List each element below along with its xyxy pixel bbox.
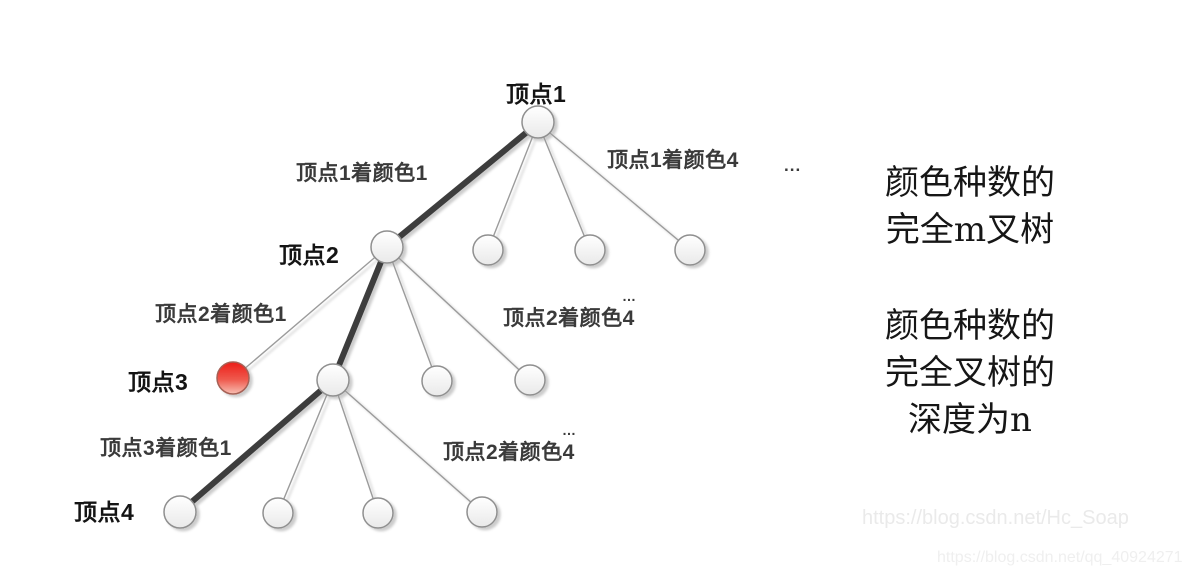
- tree-node-l2-2: [472, 234, 504, 266]
- side-note-line: 完全叉树的: [885, 353, 1055, 393]
- tree-node-l3-4: [514, 364, 546, 396]
- vertex-4-label: 顶点4: [74, 499, 135, 525]
- edge-v3-child2: [277, 379, 334, 514]
- vertex-1-label: 顶点1: [506, 81, 567, 107]
- edge-label-v2-color4-lower: 顶点2着颜色4: [443, 441, 575, 464]
- edge-v1-child4: [537, 122, 691, 251]
- edge-v2-child4: [386, 246, 531, 381]
- edge-v3-child3: [332, 379, 379, 514]
- edge-thick-v1-v2: [384, 120, 541, 250]
- watermark-hc-soap: https://blog.csdn.net/Hc_Soap: [862, 507, 1129, 529]
- side-note-m-ary-tree: 颜色种数的 完全m叉树: [845, 160, 1095, 254]
- edge-label-v2-color1: 顶点2着颜色1: [155, 303, 287, 326]
- side-note-line: 颜色种数的: [885, 306, 1055, 346]
- vertex-2-label: 顶点2: [279, 242, 340, 268]
- tree-node-l2-3: [574, 234, 606, 266]
- vertex-3-label: 顶点3: [128, 369, 189, 395]
- edge-thick-v2-v3: [330, 244, 390, 383]
- tree-node-v2: [370, 230, 404, 264]
- edge-label-v1-color1: 顶点1着颜色1: [296, 162, 428, 185]
- overdots-upper: …: [622, 288, 636, 304]
- edge-v2-red-node: [235, 246, 388, 377]
- overdots-lower: …: [562, 422, 576, 438]
- side-note-depth-n: 颜色种数的 完全叉树的 深度为n: [845, 303, 1095, 444]
- edge-label-v1-color4: 顶点1着颜色4: [607, 149, 739, 172]
- tree-node-l4-4: [466, 496, 498, 528]
- tree-node-v4: [163, 495, 197, 529]
- tree-node-v3-red: [216, 361, 250, 395]
- edge-v2-child3: [386, 246, 438, 382]
- watermark-qq: https://blog.csdn.net/qq_40924271: [937, 549, 1183, 566]
- more-branches-ellipsis: ...: [784, 156, 802, 175]
- tree-node-l4-3: [362, 497, 394, 529]
- edge-v1-child3: [537, 122, 591, 251]
- tree-node-l3-2: [316, 363, 350, 397]
- tree-node-l2-4: [674, 234, 706, 266]
- tree-node-l3-3: [421, 365, 453, 397]
- edge-label-v2-color4-upper: 顶点2着颜色4: [503, 307, 635, 330]
- edge-v1-child2: [487, 122, 539, 251]
- edge-thick-v3-v4: [177, 377, 336, 515]
- tree-node-l4-2: [262, 497, 294, 529]
- side-note-line: 完全m叉树: [885, 210, 1055, 250]
- side-note-line: 深度为n: [908, 400, 1032, 440]
- edge-label-v3-color1: 顶点3着颜色1: [100, 437, 232, 460]
- edge-v3-child4: [332, 379, 483, 513]
- tree-node-v1: [521, 105, 555, 139]
- side-note-line: 颜色种数的: [885, 163, 1055, 203]
